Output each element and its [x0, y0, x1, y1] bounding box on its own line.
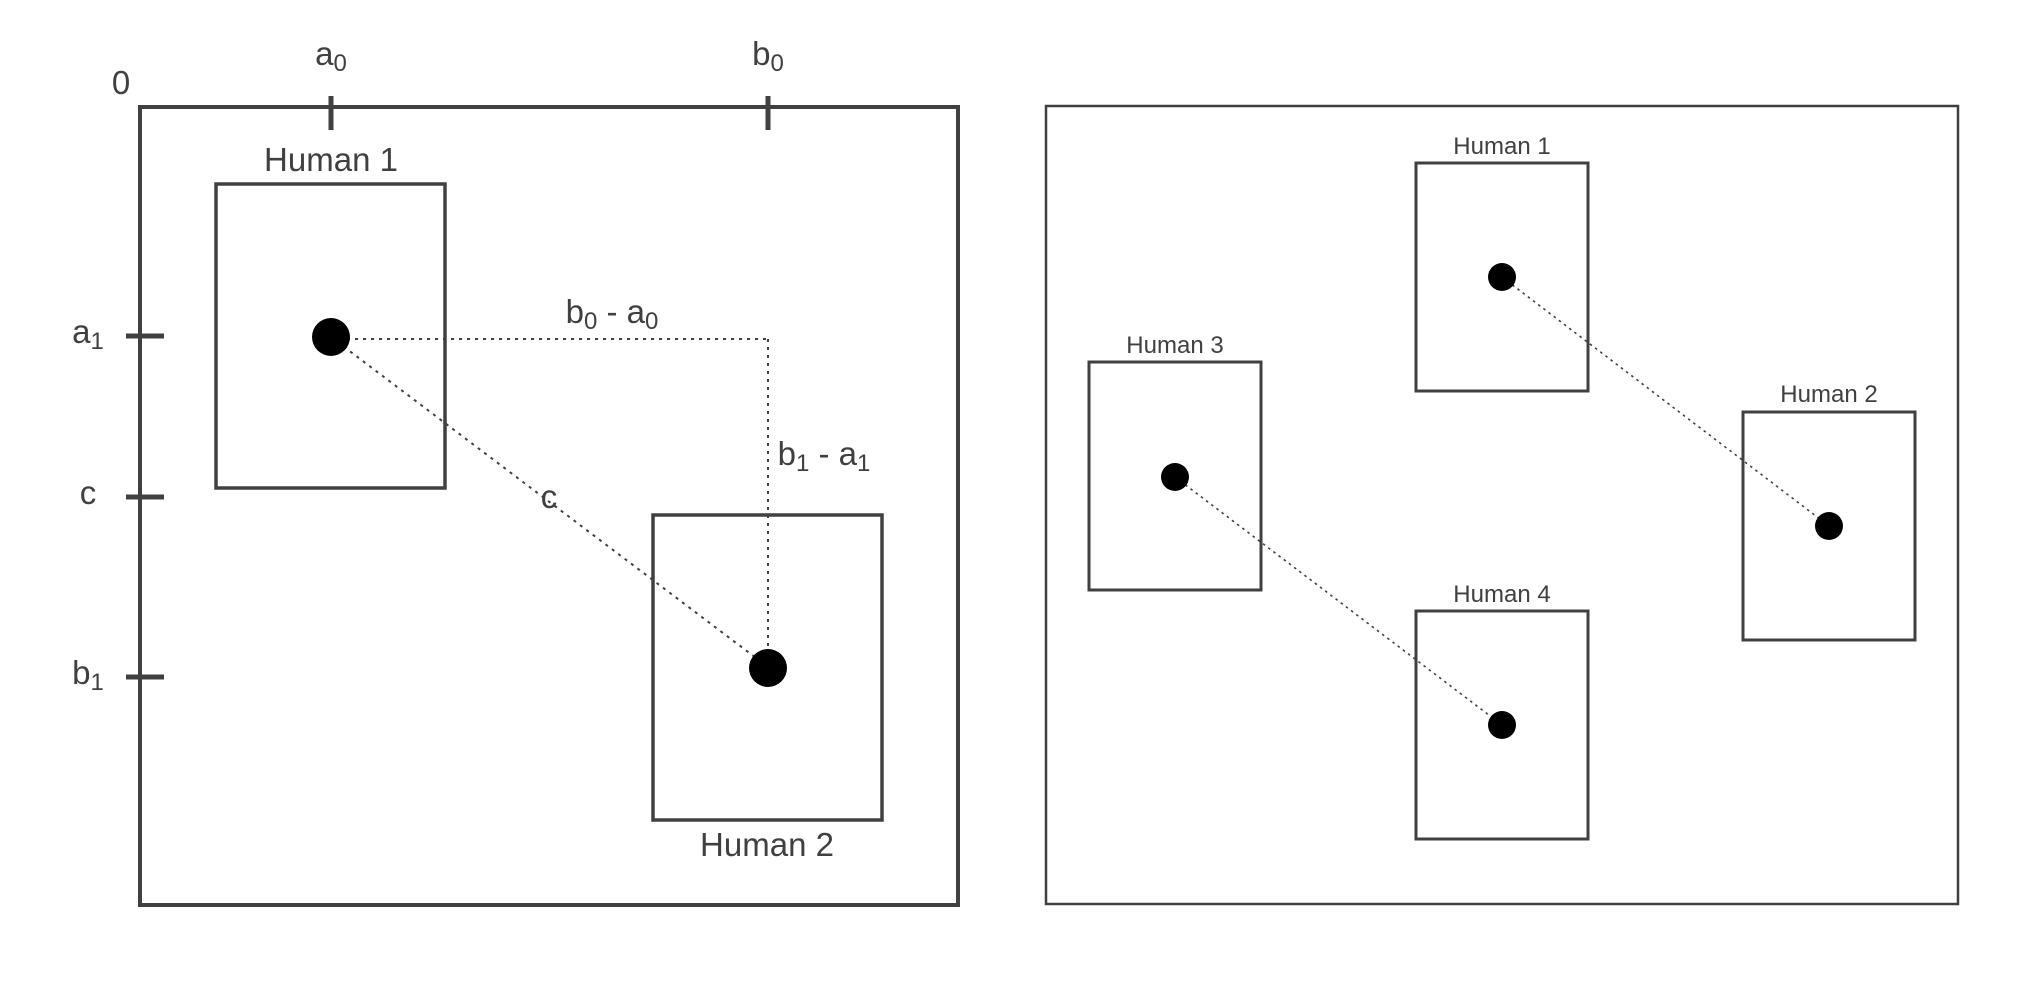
box-human-2-right [1741, 410, 1917, 642]
label-a0: a0 [315, 35, 347, 77]
left-frame [138, 105, 960, 907]
origin-label: 0 [112, 64, 130, 101]
connector-diagonal [330, 336, 769, 668]
center-dot-human-2-right [1815, 512, 1843, 540]
center-dot-human-3-right [1161, 463, 1189, 491]
center-dot-human-4-right [1488, 711, 1516, 739]
label-human-4-right: Human 4 [1453, 581, 1550, 608]
box-human-4-right [1414, 609, 1590, 841]
box-human-1 [214, 182, 447, 490]
label-b1-minus-a1: b1 - a1 [778, 435, 871, 477]
label-human-1: Human 1 [264, 141, 398, 178]
box-human-1-right [1414, 161, 1590, 393]
label-b0: b0 [752, 35, 784, 77]
label-b0-minus-a0: b0 - a0 [566, 293, 659, 335]
center-dot-human-1-right [1488, 263, 1516, 291]
label-human-2: Human 2 [700, 826, 834, 863]
label-a1: a1 [72, 313, 104, 355]
right-frame [1044, 104, 1960, 906]
center-dot-human-2 [749, 649, 787, 687]
label-diagonal-c: c [541, 478, 558, 515]
box-human-3-right [1087, 360, 1263, 592]
center-dot-human-1 [312, 318, 350, 356]
right-panel: Human 1 Human 2 Human 3 Human 4 [1044, 104, 1960, 906]
label-human-3-right: Human 3 [1126, 332, 1223, 359]
left-panel: 0 a0 b0 a1 c b1 Human 1 Human 2 b0 - a0 … [72, 35, 960, 907]
label-human-1-right: Human 1 [1453, 133, 1550, 160]
label-human-2-right: Human 2 [1780, 381, 1877, 408]
label-c: c [80, 474, 97, 511]
label-b1: b1 [72, 654, 104, 696]
